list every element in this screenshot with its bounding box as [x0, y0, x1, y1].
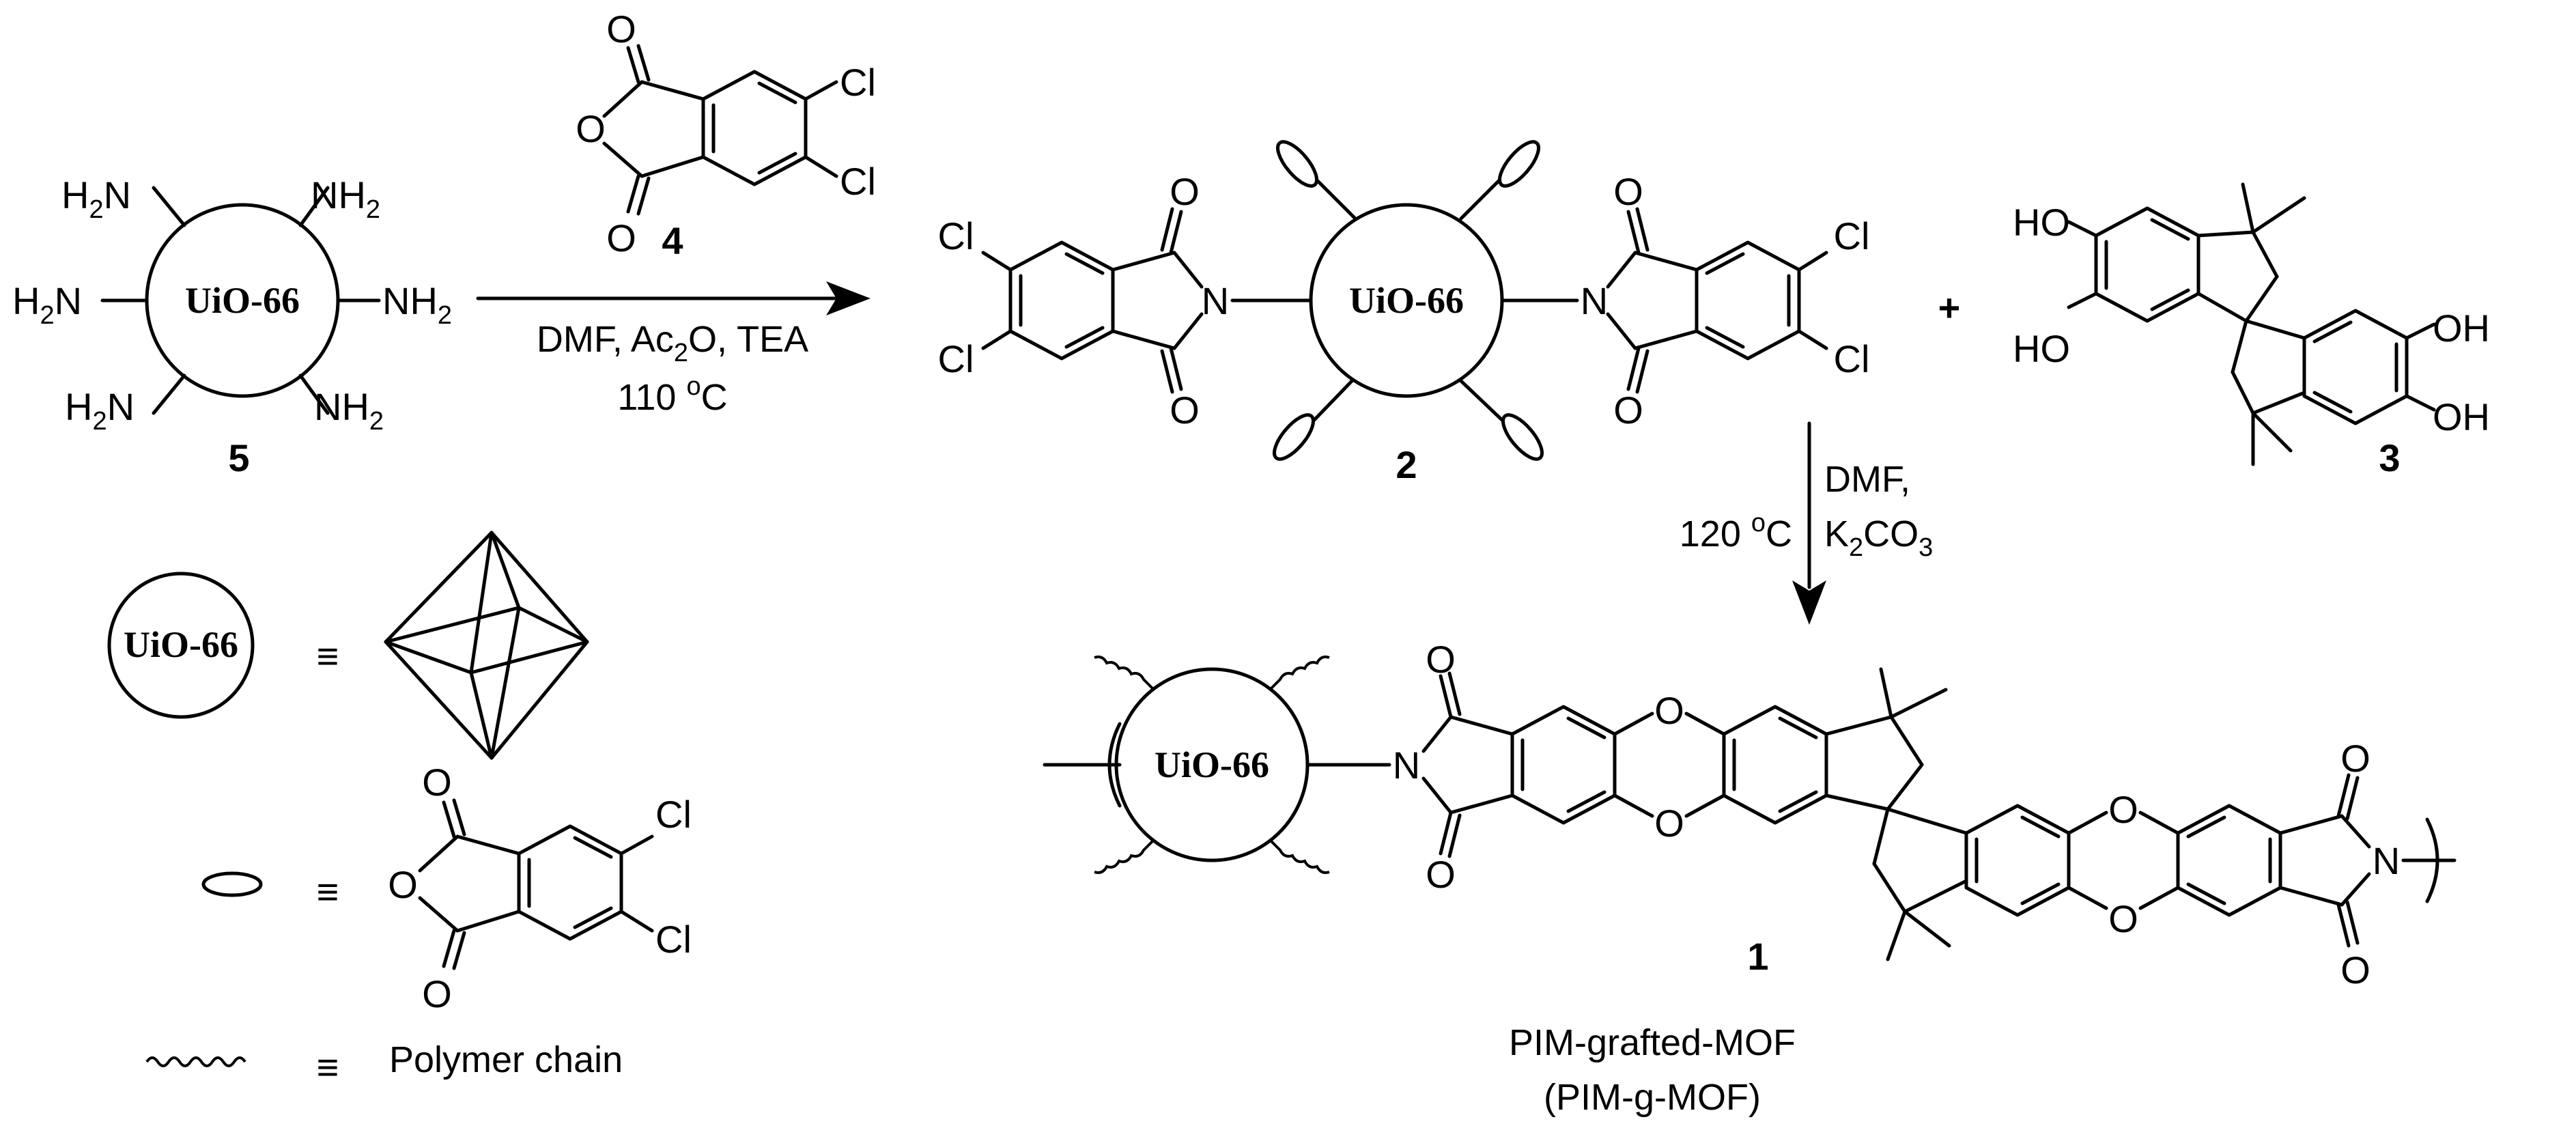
- equiv-sign-1: ≡: [317, 634, 339, 677]
- conditions-step2-temperature: 120 oC: [1680, 509, 1792, 554]
- atom-cl: Cl: [1834, 337, 1870, 380]
- atom-n: N: [1581, 279, 1608, 322]
- legend-polymer-chain-label: Polymer chain: [389, 1039, 623, 1080]
- atom-o: O: [1170, 170, 1200, 213]
- atom-oh: OH: [2433, 307, 2490, 350]
- compound-3-spirobisindane-tetraol: HO HO OH OH 3: [2013, 182, 2490, 479]
- atom-o: O: [1654, 689, 1684, 732]
- plus-sign: +: [1938, 286, 1961, 329]
- polymer-chain-wavy-icon: [145, 1056, 246, 1067]
- atom-o: O: [1613, 170, 1643, 213]
- compound-2-imide-uio66: UiO-66 N N O O Cl Cl: [938, 140, 1870, 486]
- compound-label-3: 3: [2379, 436, 2400, 479]
- atom-o: O: [2340, 948, 2370, 991]
- product-abbreviation: (PIM-g-MOF): [1544, 1077, 1761, 1118]
- legend: UiO-66 ≡ ≡ O: [107, 531, 692, 1088]
- atom-o: O: [1654, 802, 1684, 845]
- atom-oh: OH: [2433, 395, 2490, 438]
- right-bracket: [2425, 817, 2439, 903]
- conditions-step2-solvent: DMF,: [1824, 459, 1910, 500]
- uio66-label-2: UiO-66: [1349, 280, 1464, 321]
- atom-n: N: [2373, 839, 2400, 882]
- amine-right: NH2: [382, 279, 452, 330]
- compound-label-1: 1: [1747, 935, 1768, 978]
- atom-o: O: [1170, 389, 1200, 432]
- conditions-step2-base: K2CO3: [1824, 513, 1933, 562]
- atom-cl: Cl: [655, 793, 692, 836]
- atom-ho: HO: [2013, 327, 2070, 370]
- atom-cl: Cl: [938, 337, 974, 380]
- amine-top-left: H2N: [61, 173, 131, 224]
- atom-n: N: [1393, 744, 1420, 787]
- amine-bottom-right: NH2: [314, 385, 384, 436]
- uio66-label-legend: UiO-66: [124, 624, 238, 665]
- atom-cl: Cl: [840, 160, 876, 203]
- amine-bottom-left: H2N: [65, 385, 135, 436]
- uio66-label-1: UiO-66: [1155, 744, 1269, 785]
- atom-n: N: [1202, 279, 1229, 322]
- conditions-step1-reagents: DMF, Ac2O, TEA: [537, 319, 808, 367]
- atom-o: O: [388, 863, 418, 906]
- compound-1-pim-g-mof: UiO-66 N O O O O: [1043, 638, 2457, 1118]
- compound-label-4: 4: [662, 219, 683, 262]
- atom-o: O: [606, 216, 636, 259]
- atom-o: O: [2108, 897, 2138, 940]
- atom-o: O: [422, 761, 452, 804]
- atom-ho: HO: [2013, 201, 2070, 244]
- atom-o: O: [1426, 853, 1456, 896]
- atom-cl: Cl: [655, 918, 692, 961]
- amine-top-right: NH2: [311, 173, 380, 224]
- atom-o: O: [2340, 737, 2370, 780]
- legend-anhydride-structure: O O O Cl Cl: [388, 761, 692, 1015]
- product-title: PIM-grafted-MOF: [1509, 1022, 1796, 1063]
- atom-o: O: [576, 107, 606, 150]
- amine-left: H2N: [12, 279, 82, 330]
- equiv-sign-2: ≡: [317, 870, 339, 913]
- compound-4-dichlorophthalic-anhydride: O O O Cl Cl 4: [576, 8, 876, 262]
- atom-cl: Cl: [840, 61, 876, 104]
- compound-label-5: 5: [228, 436, 249, 479]
- left-bracket: [1107, 722, 1122, 808]
- atom-o: O: [2108, 788, 2138, 831]
- uio66-label-5: UiO-66: [185, 280, 300, 321]
- octahedron-icon: [384, 531, 589, 760]
- conditions-step1-temperature: 110 oC: [617, 372, 727, 418]
- atom-o: O: [1426, 638, 1456, 681]
- atom-o: O: [1613, 389, 1643, 432]
- atom-o: O: [422, 972, 452, 1015]
- atom-o: O: [606, 8, 636, 51]
- equiv-sign-3: ≡: [317, 1045, 339, 1088]
- compound-label-2: 2: [1396, 443, 1417, 486]
- reaction-arrow-step1: DMF, Ac2O, TEA 110 oC: [476, 281, 871, 418]
- atom-cl: Cl: [1834, 214, 1870, 257]
- compound-5-amino-uio66: UiO-66 H2N NH2 H2N NH2 H2N NH2 5: [12, 173, 452, 479]
- atom-cl: Cl: [938, 214, 974, 257]
- reaction-arrow-step2: 120 oC DMF, K2CO3: [1680, 421, 1933, 625]
- anhydride-ellipse-icon: [201, 871, 263, 897]
